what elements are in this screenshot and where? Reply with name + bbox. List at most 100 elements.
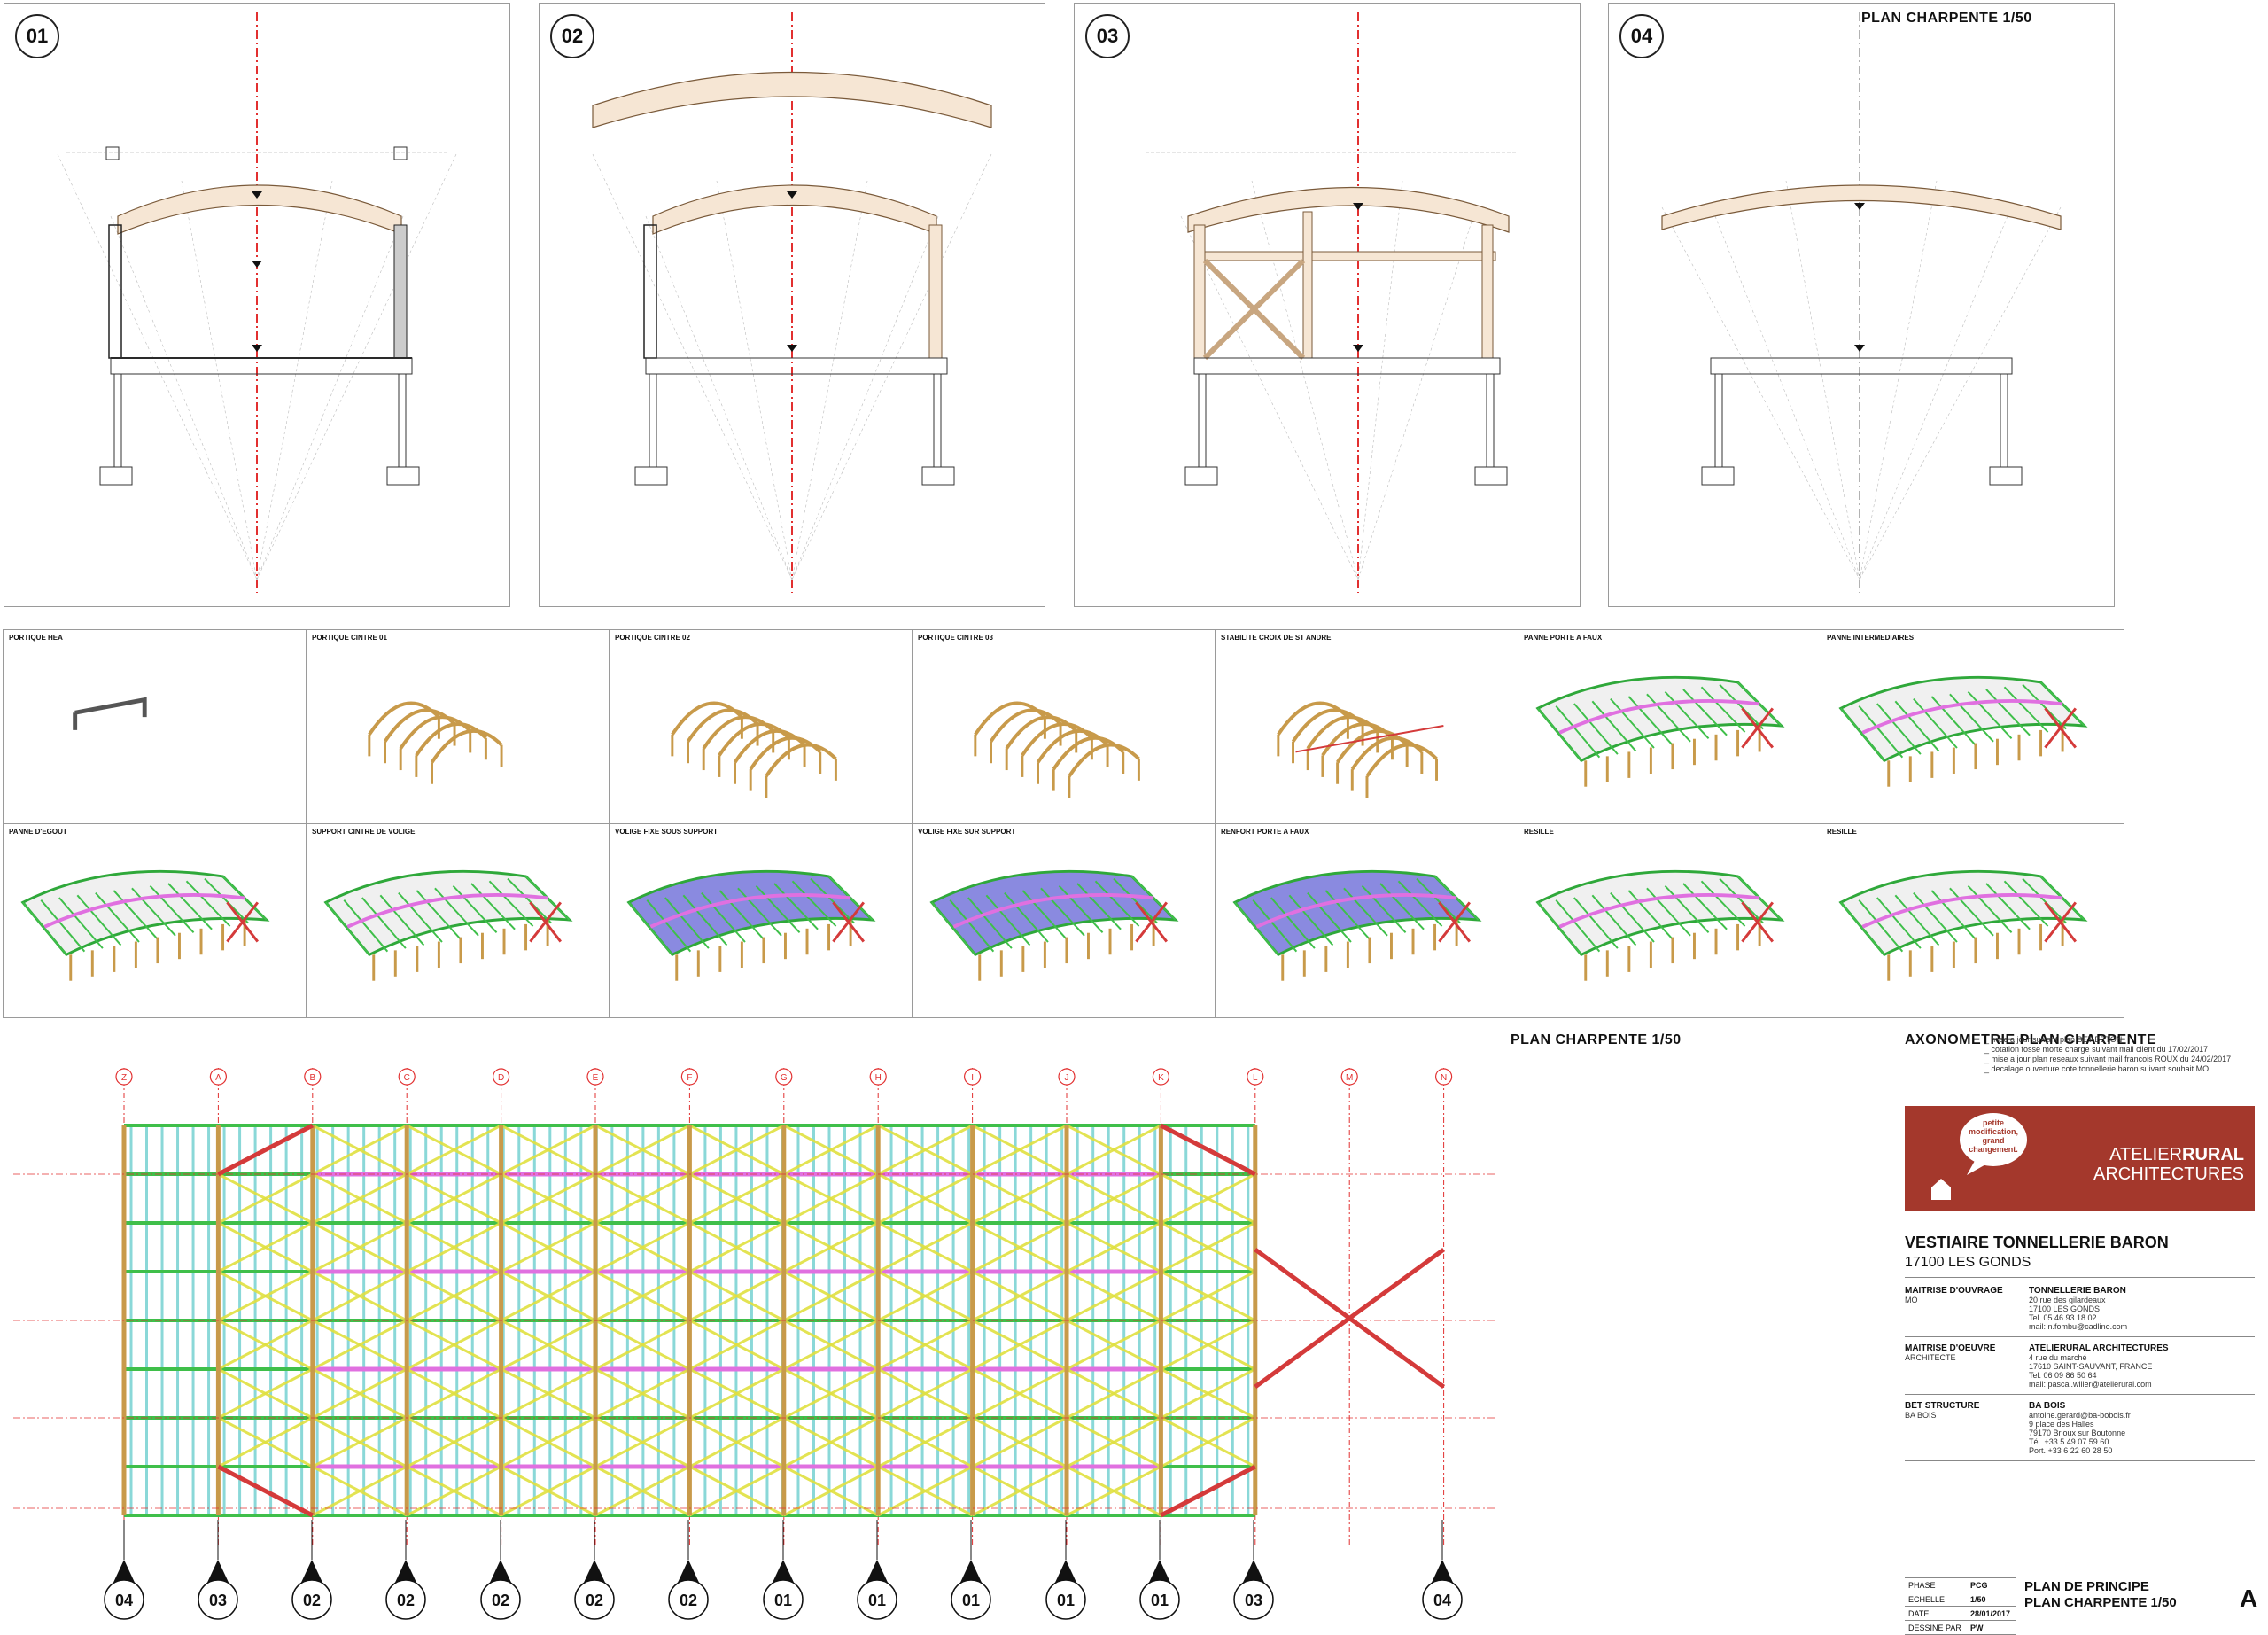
roof-thumbnail bbox=[1838, 869, 2088, 981]
party-name: BA BOIS bbox=[2029, 1401, 2066, 1411]
purlin bbox=[931, 901, 976, 955]
axonometry-drawing bbox=[671, 701, 837, 798]
section-marker-label: 02 bbox=[492, 1592, 509, 1609]
party-detail-line: 17100 LES GONDS bbox=[2029, 1304, 2101, 1313]
purlin bbox=[1840, 901, 1885, 955]
purlin bbox=[1876, 703, 1922, 755]
drawing-title-1: PLAN DE PRINCIPE bbox=[2024, 1579, 2149, 1594]
purlin bbox=[1627, 696, 1674, 746]
cross-brace bbox=[1066, 1270, 1162, 1322]
purlin bbox=[1967, 690, 2013, 739]
cross-brace bbox=[1160, 1221, 1256, 1273]
purlin bbox=[718, 890, 765, 940]
cross-brace bbox=[783, 1270, 879, 1322]
axonometry-cell: STABILITE CROIX DE ST ANDRE bbox=[1215, 629, 1518, 824]
cross-brace bbox=[783, 1172, 879, 1225]
purlin bbox=[1021, 890, 1068, 940]
purlin bbox=[1573, 703, 1619, 755]
cross-brace bbox=[1066, 1221, 1162, 1273]
purlin bbox=[452, 884, 498, 933]
cross-brace bbox=[783, 1416, 879, 1468]
section-marker-label: 02 bbox=[303, 1592, 321, 1609]
section-number: 01 bbox=[15, 14, 59, 58]
purlin bbox=[755, 884, 801, 933]
purlin bbox=[810, 877, 855, 924]
cross-brace bbox=[1066, 1416, 1162, 1468]
section-marker: 04 bbox=[1422, 1520, 1463, 1620]
intermediate-purlin bbox=[1558, 698, 1760, 735]
cross-brace bbox=[1160, 1367, 1256, 1420]
section-number: 03 bbox=[1085, 14, 1130, 58]
cross-brace bbox=[594, 1319, 691, 1371]
purlin bbox=[1894, 894, 1940, 946]
purlin bbox=[1343, 887, 1388, 937]
purlin bbox=[1627, 890, 1674, 940]
purlin bbox=[1397, 880, 1443, 927]
purlin bbox=[1682, 689, 1728, 736]
purlin bbox=[1573, 897, 1619, 949]
party-detail-line: 9 place des Halles bbox=[2029, 1420, 2094, 1429]
cross-brace bbox=[406, 1221, 502, 1273]
cross-brace bbox=[877, 1124, 974, 1176]
cross-brace bbox=[594, 1416, 691, 1468]
cross-brace bbox=[500, 1270, 596, 1322]
stability-brace bbox=[217, 1123, 314, 1177]
purlin bbox=[1610, 891, 1655, 943]
cartouche-value: PCG bbox=[1967, 1577, 2016, 1592]
roof-thumbnail bbox=[974, 701, 1140, 798]
axonometry-cell: PANNE PORTE A FAUX bbox=[1518, 629, 1821, 824]
purlin bbox=[1682, 883, 1728, 930]
grid-axis-label: M bbox=[1346, 1073, 1353, 1083]
section-marker-arrow-icon bbox=[299, 1560, 324, 1586]
axonometry-title: AXONOMETRIE PLAN CHARPENTE bbox=[1905, 1032, 2157, 1047]
axonometry-drawing bbox=[974, 701, 1140, 798]
intermediate-purlin bbox=[346, 892, 548, 929]
section-marker-bubble bbox=[291, 1579, 332, 1620]
axonometry-drawing bbox=[1535, 869, 1785, 981]
section-marker: 01 bbox=[951, 1520, 991, 1620]
purlin bbox=[1416, 877, 1461, 924]
section-marker: 01 bbox=[1045, 1520, 1086, 1620]
grid-axis-label: H bbox=[875, 1073, 882, 1083]
purlin bbox=[1094, 880, 1140, 927]
party-role-sub: BA BOIS bbox=[1905, 1411, 1937, 1420]
purlin bbox=[379, 894, 425, 946]
cross-brace bbox=[783, 1367, 879, 1420]
logo-bubble-line: modification, bbox=[1969, 1127, 2018, 1136]
cross-brace bbox=[500, 1319, 596, 1371]
purlin bbox=[1288, 894, 1334, 946]
cross-brace bbox=[217, 1172, 314, 1225]
purlin bbox=[434, 887, 479, 937]
axonometry-label: RENFORT PORTE A FAUX bbox=[1221, 828, 1309, 836]
axonometry-drawing bbox=[368, 701, 503, 784]
party-role-sub: MO bbox=[1905, 1296, 1918, 1304]
axonometry-drawing bbox=[20, 869, 270, 981]
party-detail-line: Port. +33 6 22 60 28 50 bbox=[2029, 1446, 2113, 1455]
purlin bbox=[1270, 897, 1316, 949]
project-title: VESTIAIRE TONNELLERIE BARON bbox=[1905, 1234, 2169, 1251]
cross-brace bbox=[217, 1270, 314, 1322]
purlin bbox=[1252, 899, 1298, 953]
section-marker-label: 02 bbox=[397, 1592, 415, 1609]
grid-axis-label: L bbox=[1253, 1073, 1258, 1083]
cross-brace bbox=[217, 1319, 314, 1371]
axonometry-cell: VOLIGE FIXE SOUS SUPPORT bbox=[609, 823, 913, 1018]
cartouche-value: 1/50 bbox=[1967, 1592, 2016, 1607]
cartouche-key: DESSINE PAR bbox=[1905, 1620, 1967, 1635]
purlin bbox=[1913, 697, 1958, 749]
purlin bbox=[1076, 883, 1122, 930]
axonometry-drawing bbox=[1535, 675, 1785, 787]
section-marker-arrow-icon bbox=[676, 1560, 701, 1586]
cross-brace bbox=[971, 1124, 1068, 1176]
axonometry-cell: RENFORT PORTE A FAUX bbox=[1215, 823, 1518, 1018]
cross-brace bbox=[877, 1319, 974, 1371]
cross-brace bbox=[688, 1221, 785, 1273]
stability-brace bbox=[1160, 1123, 1256, 1177]
axonometry-label: PANNE INTERMEDIAIRES bbox=[1827, 634, 1915, 642]
grid-axis-label: N bbox=[1441, 1073, 1447, 1083]
